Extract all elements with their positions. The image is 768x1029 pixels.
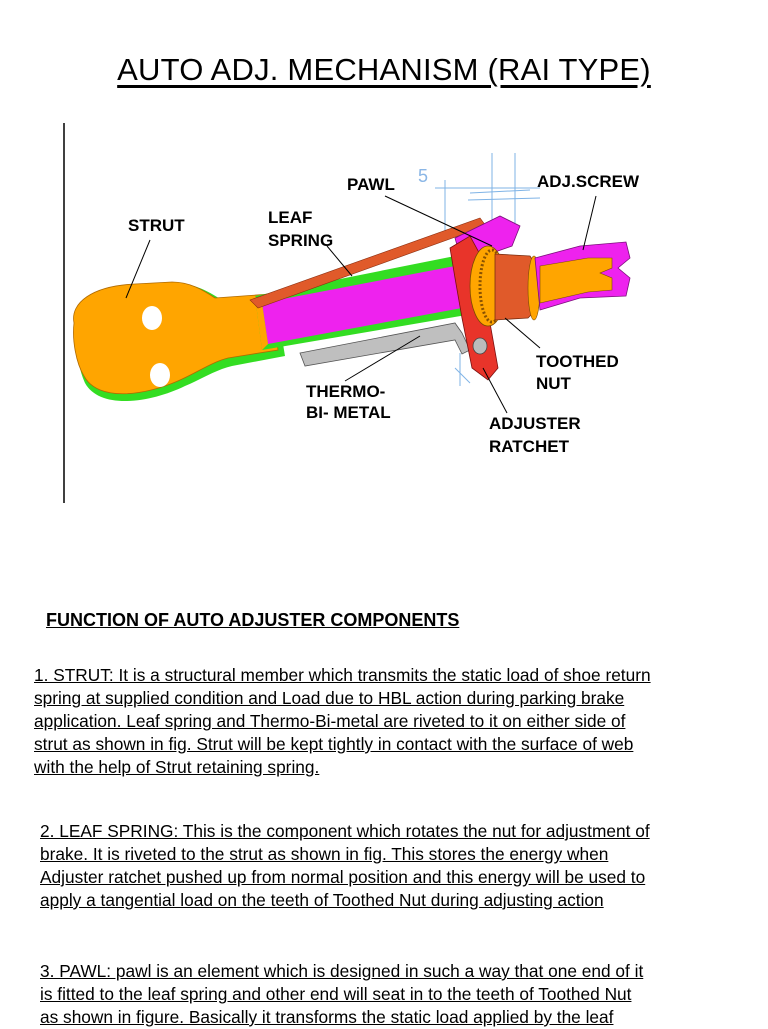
pawl-label: PAWL [347,175,395,194]
construction-lines [435,153,541,386]
paragraph-line: spring at supplied condition and Load du… [34,688,625,708]
paragraph-leaf-spring: 2. LEAF SPRING: This is the component wh… [40,820,650,912]
adj-screw-part [534,241,631,311]
paragraph-line: application. Leaf spring and Thermo-Bi-m… [34,711,626,731]
paragraph-line: strut as shown in fig. Strut will be kep… [34,734,634,754]
paragraph-line: apply a tangential load on the teeth of … [40,890,604,910]
leader-lines [125,195,597,414]
paragraph-line: Adjuster ratchet pushed up from normal p… [40,867,646,887]
dimension-five-label: 5 [418,166,428,186]
nut-label: NUT [536,374,572,393]
mechanism-figure: 5 [0,118,768,518]
thermo-label: THERMO- [306,382,385,401]
mechanism-drawing: 5 [63,123,640,503]
paragraph-line: brake. It is riveted to the strut as sho… [40,844,609,864]
spring-label: SPRING [268,231,333,250]
paragraph-line: is fitted to the leaf spring and other e… [40,984,632,1004]
leaf-label: LEAF [268,208,312,227]
paragraph-pawl: 3. PAWL: pawl is an element which is des… [40,960,643,1029]
paragraph-line: 3. PAWL: pawl is an element which is des… [40,961,644,981]
paragraph-line: 2. LEAF SPRING: This is the component wh… [40,821,650,841]
paragraph-line: as shown in figure. Basically it transfo… [40,1007,614,1027]
strut-label: STRUT [128,216,185,235]
adj-screw-label: ADJ.SCREW [537,172,640,191]
bimetal-label: BI- METAL [306,403,391,422]
paragraph-line: 1. STRUT: It is a structural member whic… [34,665,651,685]
section-heading: FUNCTION OF AUTO ADJUSTER COMPONENTS [46,610,460,630]
thermo-bimetal-part [299,322,471,367]
paragraph-strut: 1. STRUT: It is a structural member whic… [34,664,651,779]
page-title: AUTO ADJ. MECHANISM (RAI TYPE) [117,52,651,87]
strut-part [73,253,478,402]
paragraph-line: with the help of Strut retaining spring. [34,757,320,777]
toothed-nut-part [469,245,541,327]
adjuster-label: ADJUSTER [489,414,581,433]
toothed-label: TOOTHED [536,352,619,371]
ratchet-label: RATCHET [489,437,570,456]
